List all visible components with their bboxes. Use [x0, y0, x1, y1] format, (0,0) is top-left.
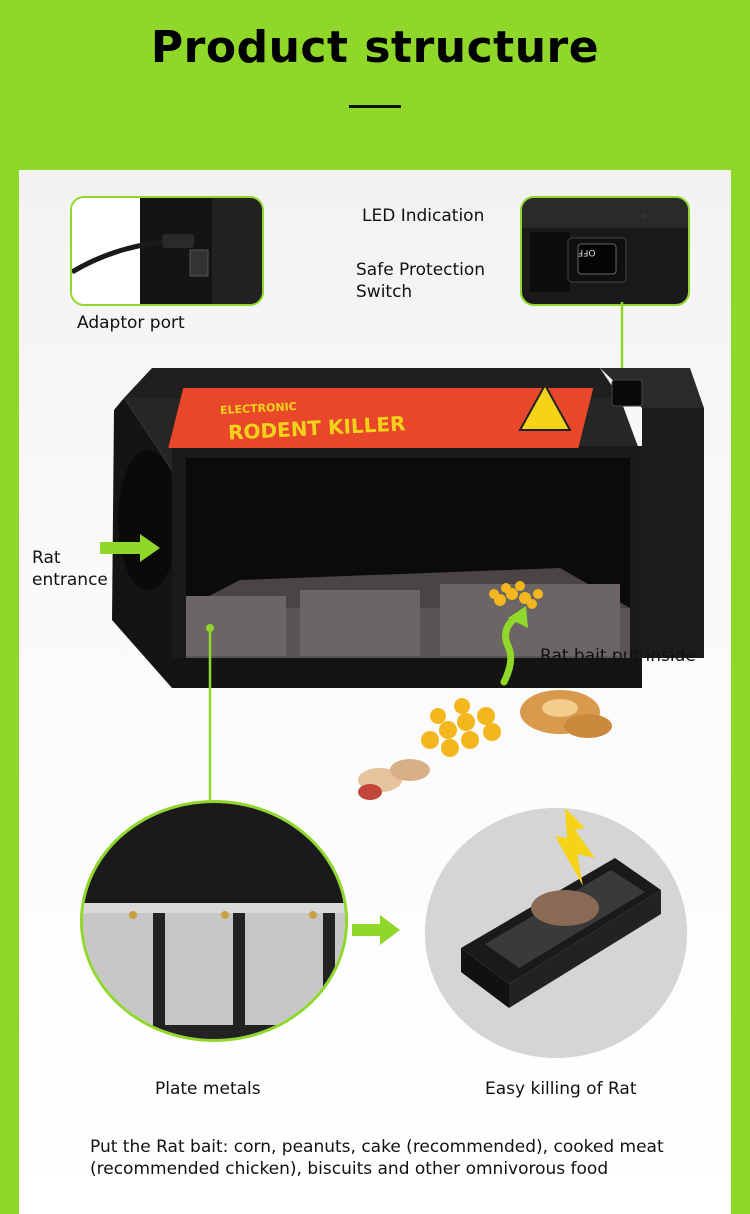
- footer-note: Put the Rat bait: corn, peanuts, cake (r…: [90, 1137, 664, 1179]
- led-indication-label: LED Indication: [362, 206, 485, 226]
- page-title: Product structure: [150, 22, 600, 73]
- title-underline: [349, 105, 401, 108]
- rat-entrance-label: Rat entrance: [32, 548, 108, 590]
- adaptor-port-label: Adaptor port: [77, 313, 185, 333]
- switch-inset: [520, 196, 690, 306]
- lightning-bolt-icon: [565, 808, 566, 809]
- plate-metals-circle: [80, 800, 348, 1042]
- easy-killing-circle: [425, 808, 687, 1058]
- plate-metals-label: Plate metals: [155, 1079, 261, 1099]
- rodent-killer-device: [112, 368, 704, 800]
- rat-bait-label: Rat bait put inside: [540, 646, 696, 666]
- safe-protection-switch-label: Safe Protection Switch: [356, 260, 486, 302]
- arrow-right-icon: [352, 915, 400, 945]
- easy-killing-label: Easy killing of Rat: [485, 1079, 637, 1099]
- adaptor-port-inset: [70, 196, 264, 306]
